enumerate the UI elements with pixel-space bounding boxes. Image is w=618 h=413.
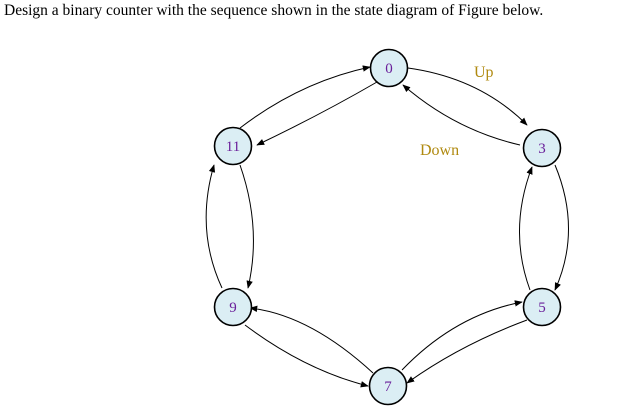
problem-statement: Design a binary counter with the sequenc…: [4, 2, 544, 19]
state-label-11: 11: [226, 139, 240, 155]
state-node-9: 9: [213, 287, 253, 327]
transition-9-to-7: [244, 324, 369, 388]
up-label: Up: [474, 64, 494, 81]
transition-3-to-5: [554, 164, 569, 291]
state-label-3: 3: [538, 141, 546, 157]
state-label-7: 7: [384, 379, 392, 395]
transition-3-to-0: [402, 84, 521, 146]
transition-11-to-9: [239, 164, 254, 289]
transition-5-to-7: [406, 319, 528, 384]
state-node-7: 7: [368, 366, 408, 406]
transition-0-to-11: [256, 81, 378, 146]
state-label-9: 9: [229, 300, 237, 316]
transition-11-to-0: [239, 65, 371, 129]
state-node-0: 0: [369, 48, 409, 88]
transition-9-to-11: [205, 164, 223, 289]
state-label-5: 5: [538, 300, 546, 316]
transition-5-to-3: [519, 166, 533, 291]
down-label: Down: [420, 142, 459, 159]
state-label-0: 0: [385, 61, 393, 77]
transition-7-to-9: [249, 305, 374, 374]
transition-0-to-3: [407, 67, 528, 126]
state-node-11: 11: [213, 126, 253, 166]
transition-7-to-5: [401, 300, 523, 371]
state-node-3: 3: [522, 128, 562, 168]
state-node-5: 5: [522, 287, 562, 327]
